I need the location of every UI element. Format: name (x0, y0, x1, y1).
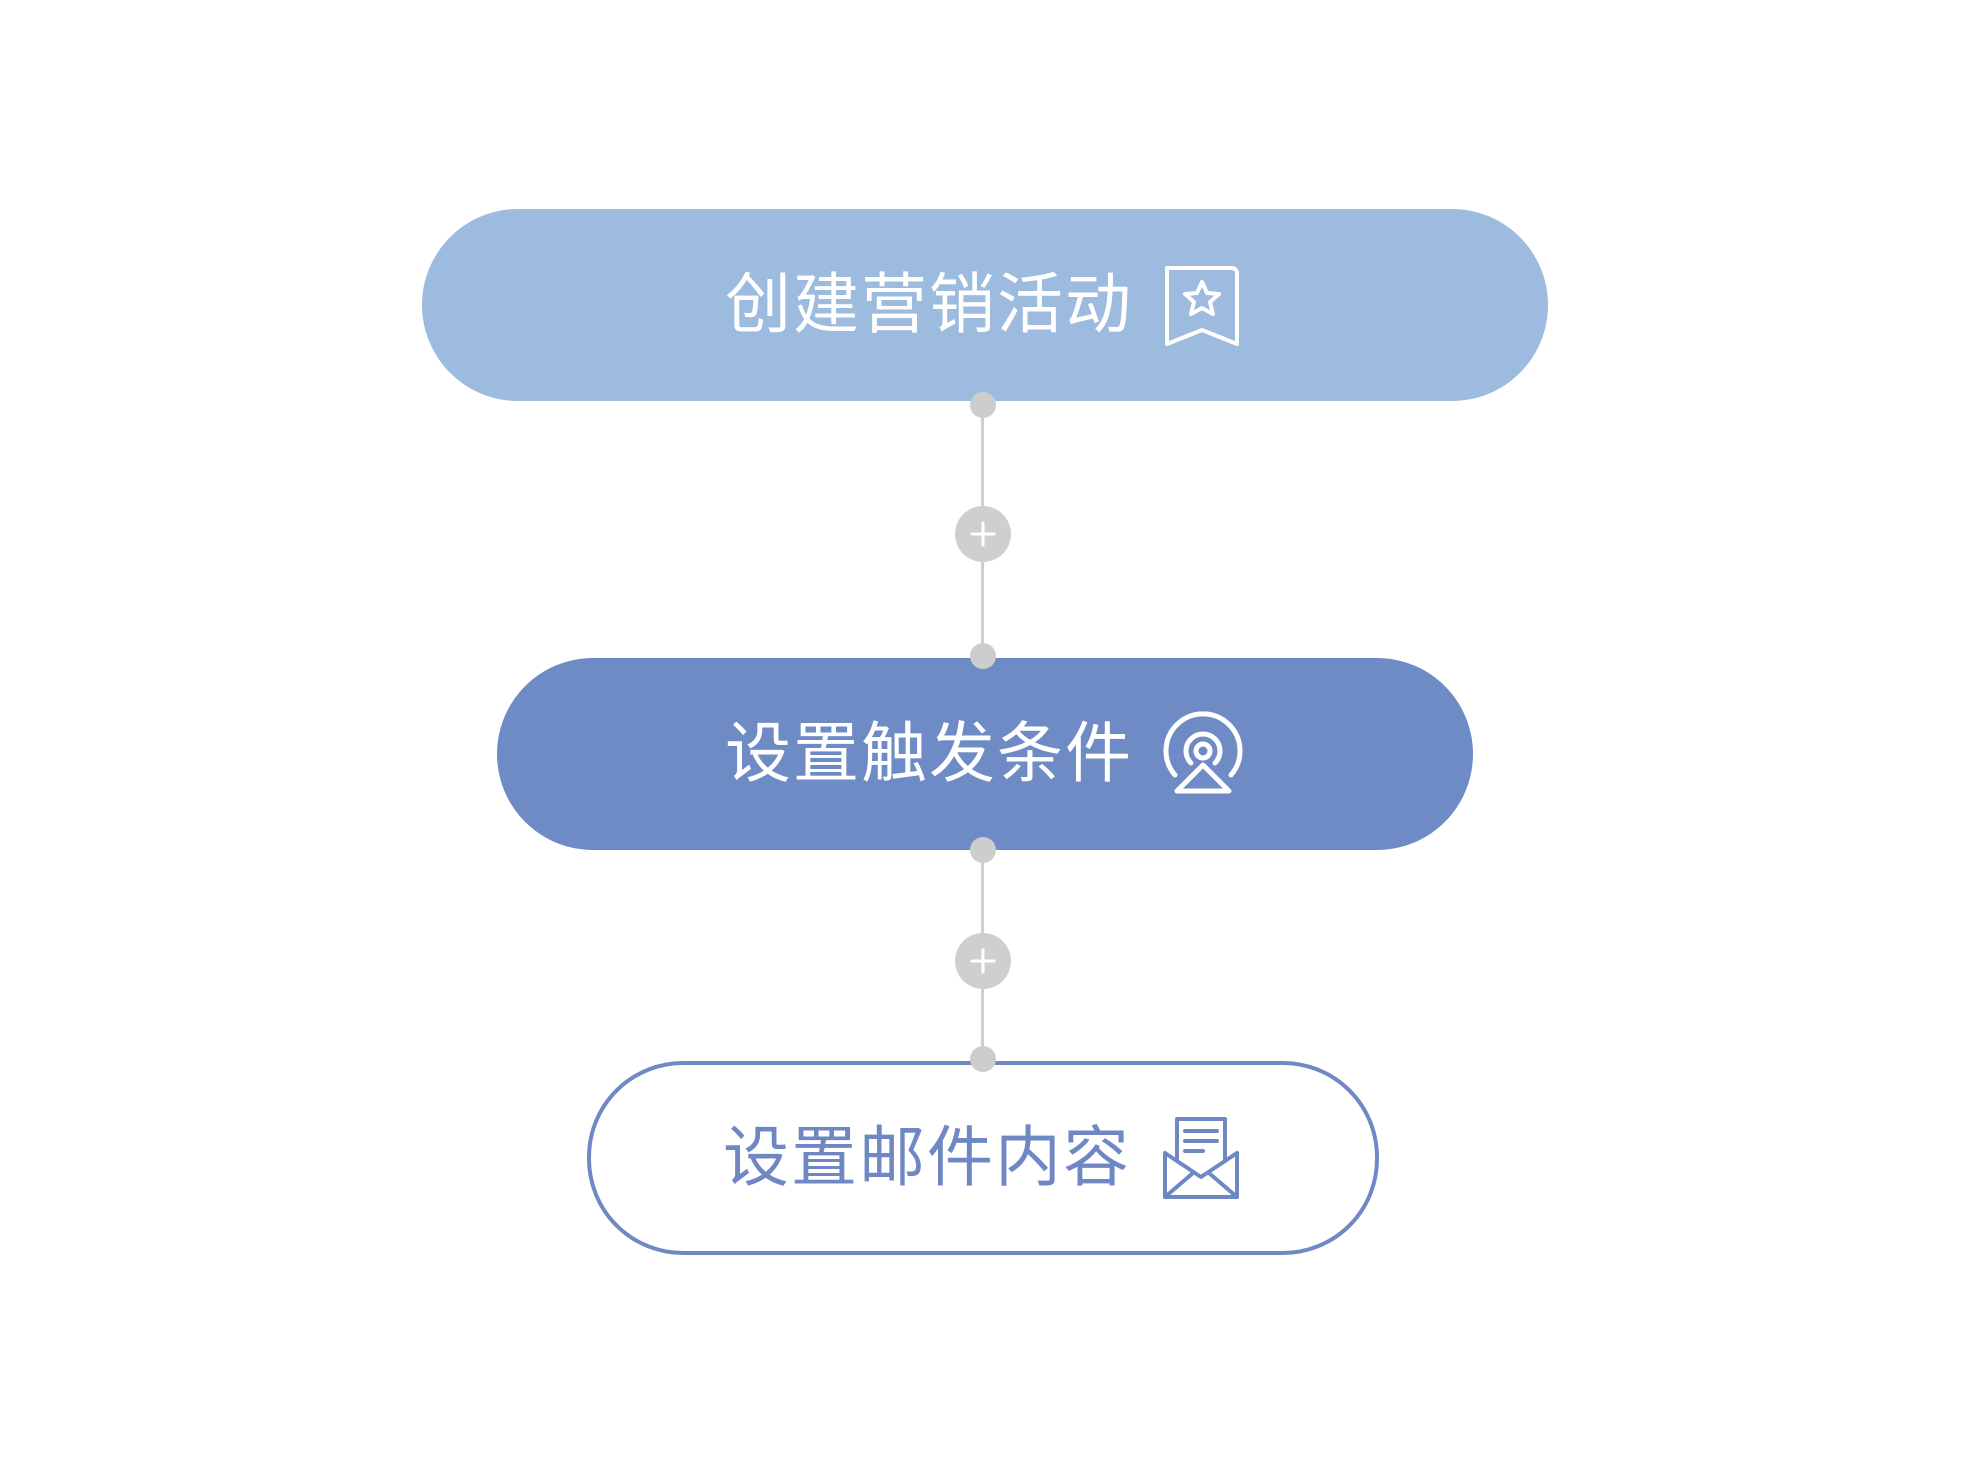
bookmark-star-icon (1161, 260, 1245, 350)
step-set-trigger[interactable]: 设置触发条件 (497, 658, 1473, 850)
step-set-email-content[interactable]: 设置邮件内容 (587, 1061, 1379, 1255)
connector-node-dot (970, 837, 996, 863)
add-step-button-2[interactable] (955, 933, 1011, 989)
add-step-button-1[interactable] (955, 506, 1011, 562)
connector-node-dot (970, 392, 996, 418)
step-create-campaign[interactable]: 创建营销活动 (422, 209, 1548, 401)
broadcast-user-icon (1161, 709, 1245, 799)
step-set-email-content-label: 设置邮件内容 (723, 1119, 1131, 1196)
connector-node-dot (970, 643, 996, 669)
step-create-campaign-label: 创建营销活动 (725, 266, 1133, 343)
open-envelope-letter-icon (1159, 1113, 1243, 1203)
step-set-trigger-label: 设置触发条件 (725, 715, 1133, 792)
plus-icon (970, 948, 996, 974)
plus-icon (970, 521, 996, 547)
connector-node-dot (970, 1046, 996, 1072)
